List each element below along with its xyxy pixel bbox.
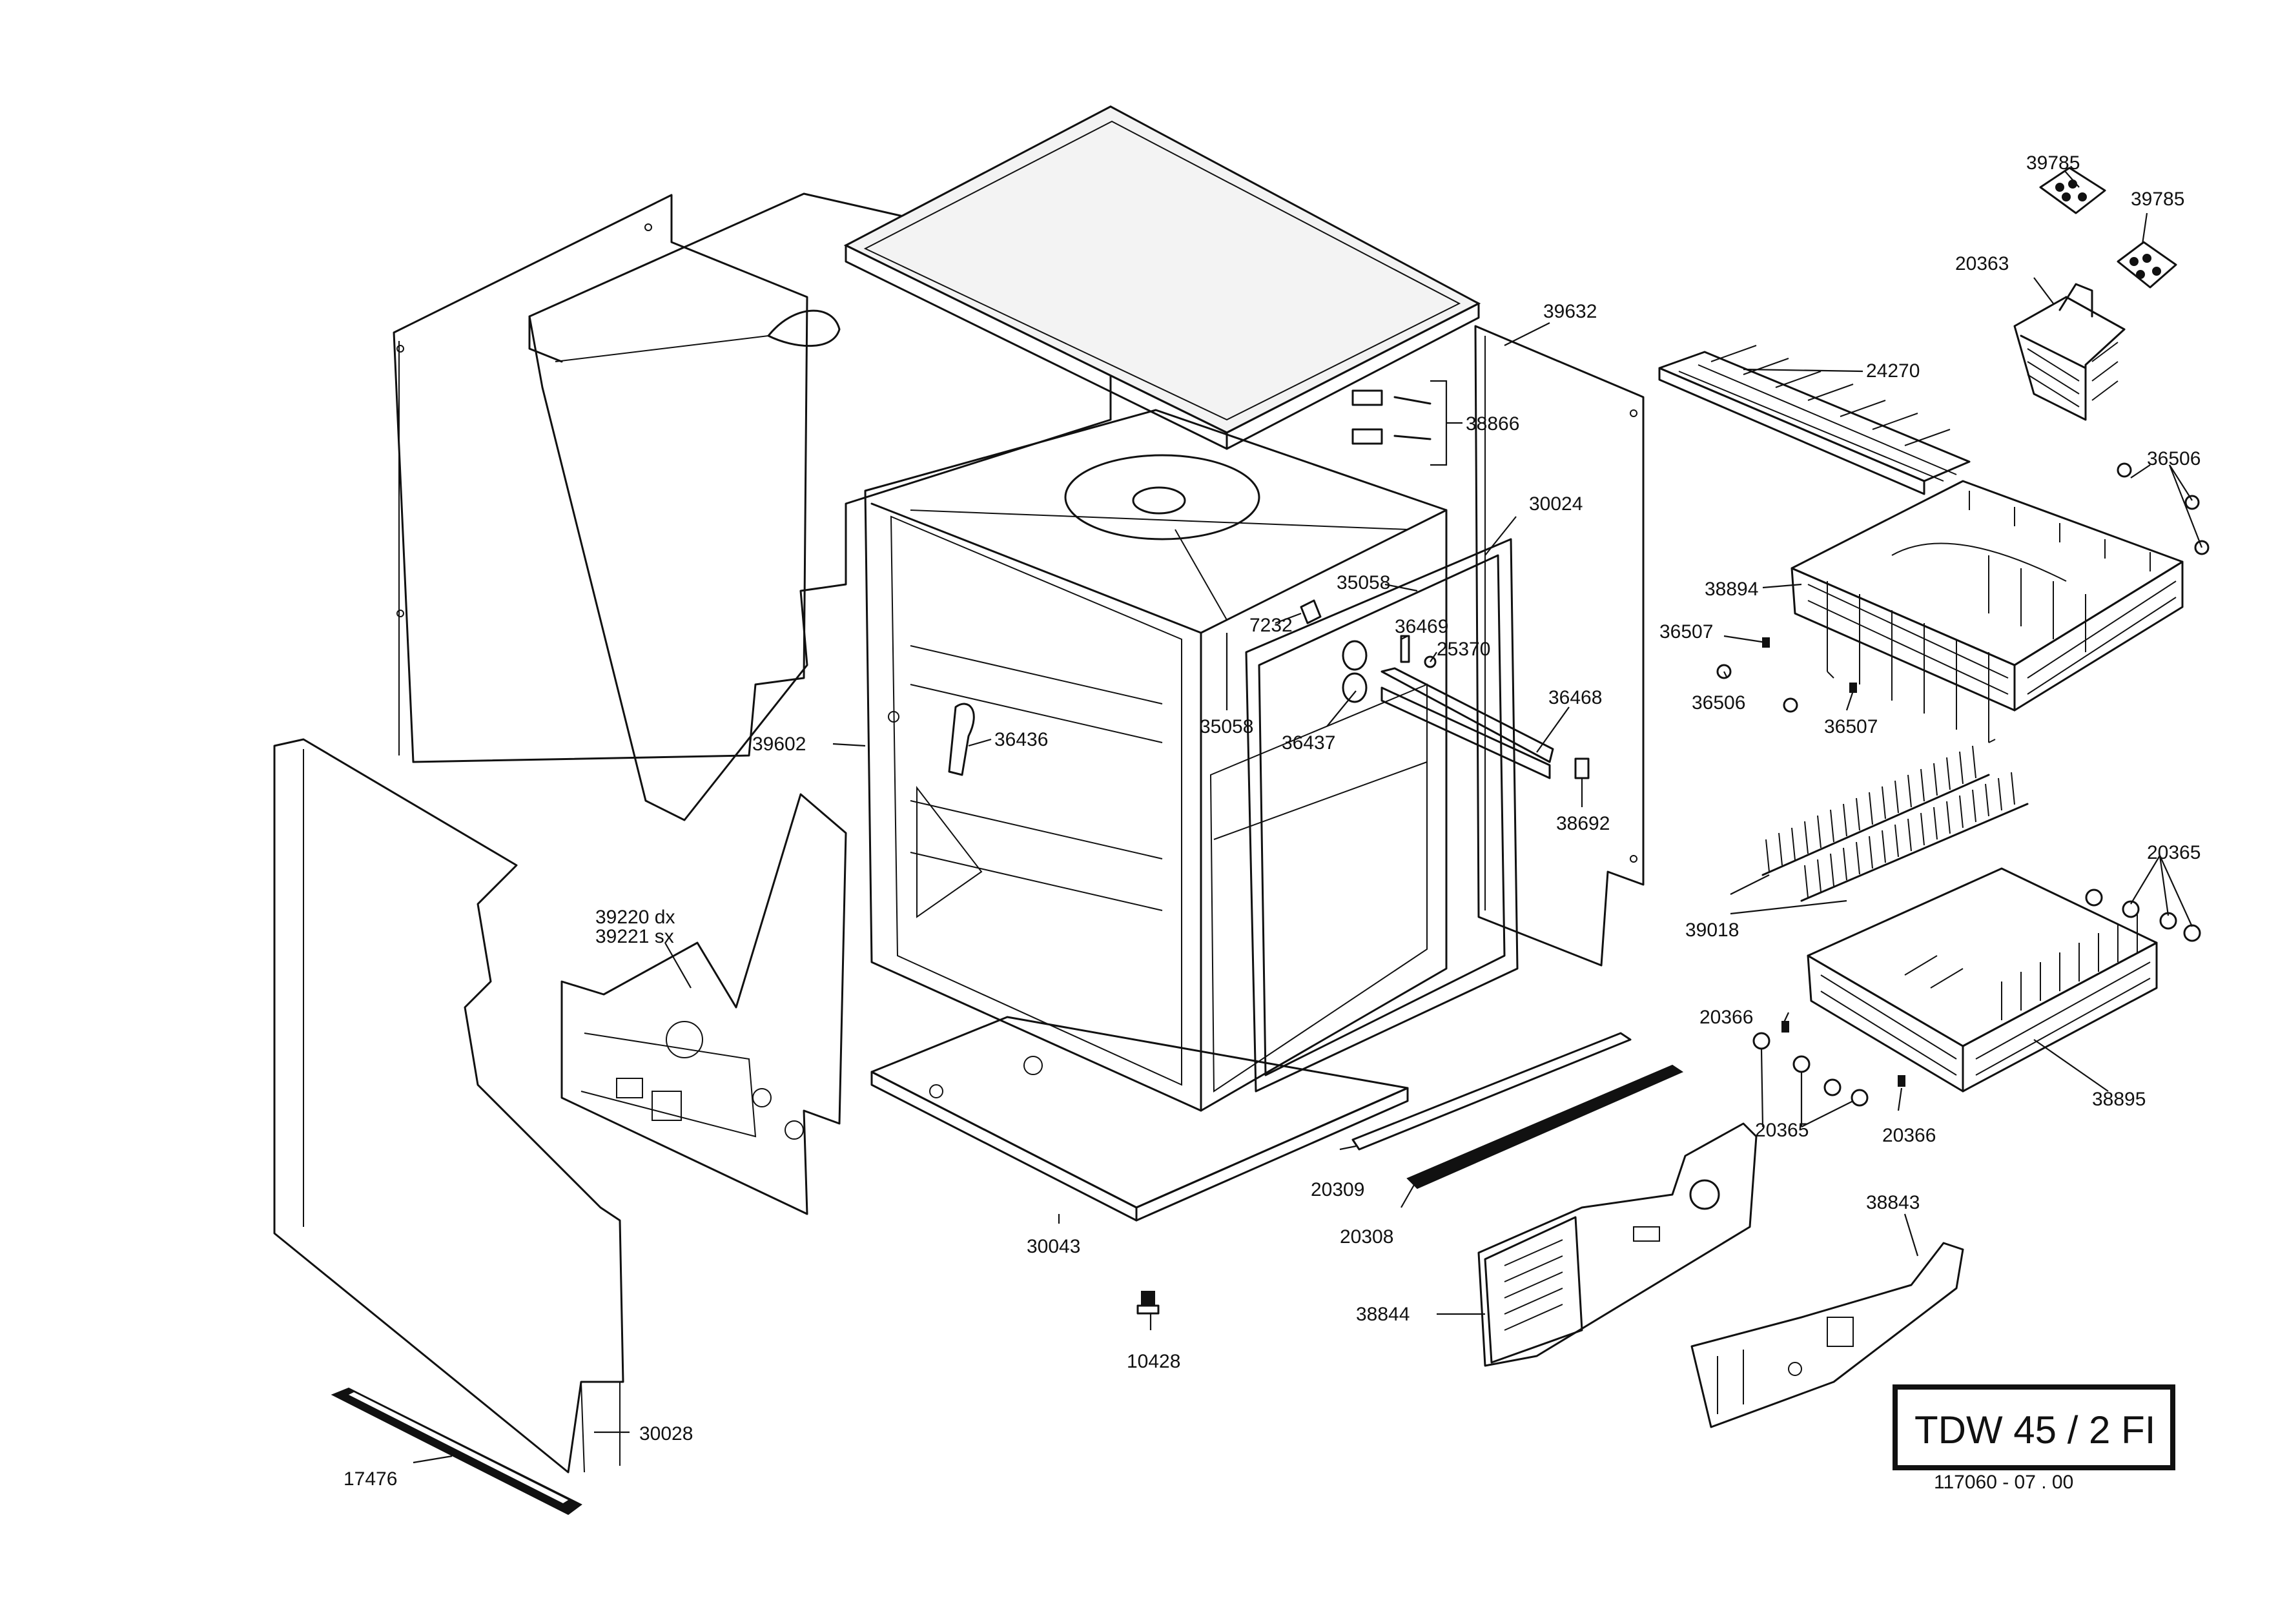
model-name: TDW 45 / 2 FI <box>1914 1408 2155 1452</box>
tub-body-39602 <box>864 409 1448 1112</box>
side-panel-30028 <box>273 738 624 1474</box>
label-36507-b: 36507 <box>1824 716 1878 737</box>
rear-panel-39632-left <box>393 194 808 763</box>
rail-20309 <box>1351 1032 1632 1151</box>
small-wheels-and-clips <box>1716 462 2210 1107</box>
label-36469: 36469 <box>1395 616 1448 637</box>
doc-number: 117060 - 07 . 00 <box>1934 1472 2073 1493</box>
foot-10428 <box>1136 1291 1160 1315</box>
cutlery-basket-20363 <box>2013 283 2126 421</box>
label-36506-b: 36506 <box>1692 692 1745 714</box>
side-bracket-39220-39221 <box>560 793 847 1215</box>
label-20366-a: 20366 <box>1699 1007 1753 1028</box>
label-30028: 30028 <box>639 1423 693 1444</box>
label-38692: 38692 <box>1556 813 1610 834</box>
label-39785-a: 39785 <box>2026 152 2080 174</box>
label-36437: 36437 <box>1282 732 1335 754</box>
upper-basket-38894 <box>1791 480 2184 743</box>
rail-20308 <box>1406 1064 1684 1189</box>
kickplate-38843 <box>1690 1242 1964 1428</box>
door-seal-30024 <box>1245 538 1519 1093</box>
plate-rack-39018 <box>1761 745 2029 902</box>
small-parts-center <box>948 389 1590 779</box>
label-20366-b: 20366 <box>1882 1125 1936 1146</box>
label-30024: 30024 <box>1529 493 1583 515</box>
label-39632: 39632 <box>1543 301 1597 322</box>
label-7232: 7232 <box>1249 615 1293 636</box>
label-25370: 25370 <box>1437 639 1490 660</box>
cutlery-tray-24270 <box>1658 345 1971 495</box>
label-39220: 39220 dx <box>595 907 675 928</box>
label-36506-a: 36506 <box>2147 448 2201 469</box>
label-17476: 17476 <box>344 1468 397 1490</box>
side-panel-39632-right <box>1474 325 1645 967</box>
label-36436: 36436 <box>994 729 1048 750</box>
label-10428: 10428 <box>1127 1351 1180 1372</box>
label-38843: 38843 <box>1866 1192 1920 1213</box>
label-36468: 36468 <box>1548 687 1602 708</box>
basket-insert-39785-a <box>2039 167 2106 214</box>
top-lid <box>843 105 1481 450</box>
part-labels: 39785 39785 20363 39632 24270 38866 3002… <box>344 152 2201 1490</box>
label-39785-b: 39785 <box>2131 189 2184 210</box>
base-tray-30043 <box>870 1016 1409 1222</box>
label-38866: 38866 <box>1466 413 1519 435</box>
label-30043: 30043 <box>1027 1236 1080 1257</box>
control-panel-38844 <box>1477 1122 1758 1367</box>
label-20363: 20363 <box>1955 253 2009 274</box>
label-36507-a: 36507 <box>1659 621 1713 642</box>
label-35058-b: 35058 <box>1200 716 1253 737</box>
label-20365-b: 20365 <box>1755 1120 1809 1141</box>
label-20308: 20308 <box>1340 1226 1393 1248</box>
model-title-block: TDW 45 / 2 FI 117060 - 07 . 00 <box>1893 1384 2175 1493</box>
leader-lines <box>413 170 2203 1464</box>
label-38894: 38894 <box>1705 579 1758 600</box>
label-35058-a: 35058 <box>1337 572 1390 593</box>
lower-basket-38895 <box>1807 867 2158 1093</box>
plinth-strip-17476 <box>331 1387 582 1516</box>
model-box <box>1893 1384 2175 1470</box>
label-38895: 38895 <box>2092 1089 2146 1110</box>
label-38844: 38844 <box>1356 1304 1410 1325</box>
label-24270: 24270 <box>1866 360 1920 382</box>
label-39602: 39602 <box>752 734 806 755</box>
label-20309: 20309 <box>1311 1179 1364 1200</box>
label-39018: 39018 <box>1685 920 1739 941</box>
label-20365-a: 20365 <box>2147 842 2201 863</box>
label-39221: 39221 sx <box>595 926 674 947</box>
basket-insert-39785-b <box>2117 241 2177 289</box>
